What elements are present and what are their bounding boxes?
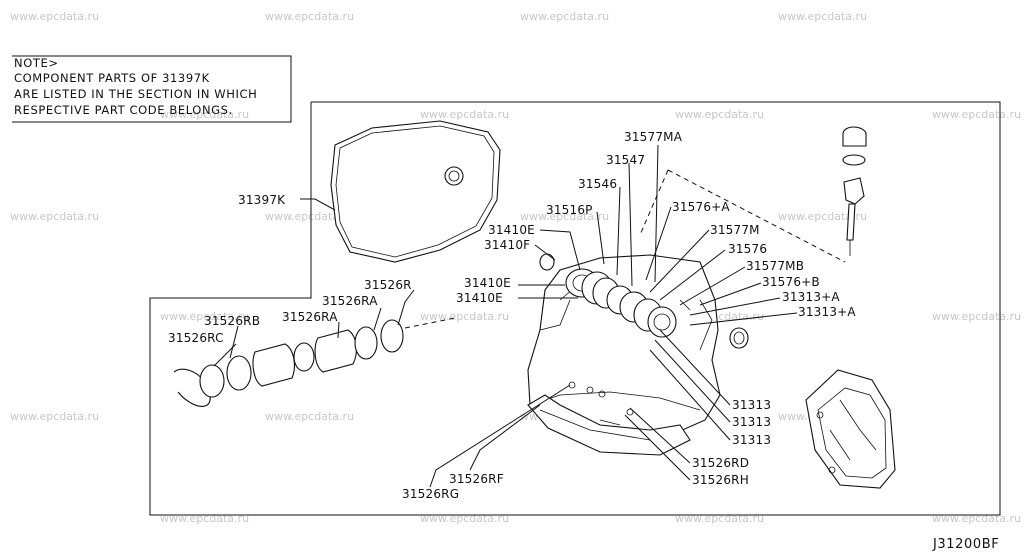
note-line: NOTE>	[14, 56, 59, 70]
part-label-31397K: 31397K	[238, 193, 286, 207]
watermark: www.epcdata.ru	[932, 310, 1021, 323]
dipstick-drawing	[639, 126, 867, 263]
watermark: www.epcdata.ru	[778, 210, 867, 223]
note-line: RESPECTIVE PART CODE BELONGS.	[14, 103, 233, 117]
diagram-code: J31200BF	[932, 537, 999, 552]
leader-lines	[213, 144, 798, 488]
watermark: www.epcdata.ru	[420, 512, 509, 525]
watermark: www.epcdata.ru	[420, 108, 509, 121]
watermark: www.epcdata.ru	[520, 10, 609, 23]
watermark: www.epcdata.ru	[932, 108, 1021, 121]
part-label-31313: 31313	[732, 398, 771, 412]
watermark: www.epcdata.ru	[265, 210, 354, 223]
watermark: www.epcdata.ru	[10, 410, 99, 423]
gasket-kit-drawing	[330, 120, 501, 263]
watermark: www.epcdata.ru	[420, 310, 509, 323]
side-cover-drawing	[805, 369, 896, 489]
watermark: www.epcdata.ru	[160, 108, 249, 121]
part-label-31526RB: 31526RB	[204, 314, 260, 328]
part-label-31546: 31546	[578, 177, 617, 191]
part-label-31526RA: 31526RA	[282, 310, 338, 324]
diagram-frame	[149, 101, 1001, 516]
part-label-31577MB: 31577MB	[746, 259, 804, 273]
part-label-31576-A: 31576+A	[672, 200, 730, 214]
watermark: www.epcdata.ru	[10, 10, 99, 23]
part-label-31410E: 31410E	[488, 223, 535, 237]
part-label-31526RG: 31526RG	[402, 487, 459, 501]
part-label-31410F: 31410F	[484, 238, 530, 252]
watermark: www.epcdata.ru	[778, 10, 867, 23]
part-label-31576-B: 31576+B	[762, 275, 820, 289]
watermark: www.epcdata.ru	[675, 108, 764, 121]
watermark: www.epcdata.ru	[265, 410, 354, 423]
watermark: www.epcdata.ru	[932, 512, 1021, 525]
part-label-31577M: 31577M	[710, 223, 760, 237]
part-label-31547: 31547	[606, 153, 645, 167]
part-label-31313-A: 31313+A	[798, 305, 856, 319]
watermark: www.epcdata.ru	[265, 10, 354, 23]
part-label-31410E: 31410E	[456, 291, 503, 305]
part-label-31313: 31313	[732, 415, 771, 429]
part-label-31526RH: 31526RH	[692, 473, 749, 487]
part-label-31516P: 31516P	[546, 203, 593, 217]
clutch-parts-drawing	[173, 319, 404, 407]
part-label-31526RA: 31526RA	[322, 294, 378, 308]
part-label-31526R: 31526R	[364, 278, 412, 292]
watermark: www.epcdata.ru	[520, 210, 609, 223]
watermark: www.epcdata.ru	[160, 512, 249, 525]
part-label-31526RF: 31526RF	[449, 472, 504, 486]
part-label-31410E: 31410E	[464, 276, 511, 290]
note-line: ARE LISTED IN THE SECTION IN WHICH	[14, 87, 257, 101]
part-label-31576: 31576	[728, 242, 767, 256]
piston-rings-drawing	[539, 253, 749, 349]
part-labels: 31397K 31526R 31526RA 31526RA 31526RB 31…	[168, 130, 856, 501]
watermark: www.epcdata.ru	[10, 210, 99, 223]
part-label-31526RD: 31526RD	[692, 456, 749, 470]
note-box: NOTE> COMPONENT PARTS OF 31397K ARE LIST…	[12, 55, 292, 123]
watermark: www.epcdata.ru	[160, 310, 249, 323]
part-label-31313-A: 31313+A	[782, 290, 840, 304]
watermark: www.epcdata.ru	[675, 512, 764, 525]
part-label-31313: 31313	[732, 433, 771, 447]
part-label-31577MA: 31577MA	[624, 130, 683, 144]
note-line: COMPONENT PARTS OF 31397K	[14, 71, 210, 85]
part-label-31526RC: 31526RC	[168, 331, 224, 345]
